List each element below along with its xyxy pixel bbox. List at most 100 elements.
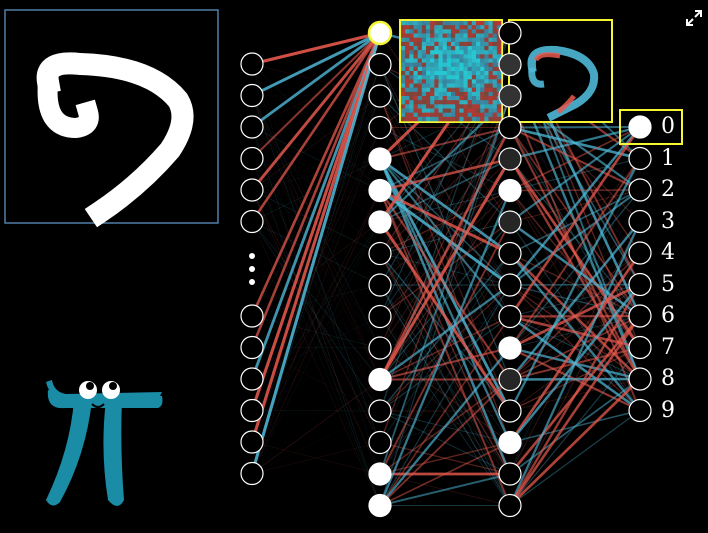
weight-edge [509,189,641,475]
hidden1-neuron [368,52,392,77]
weight-edge [379,253,511,475]
output-neuron [628,115,652,139]
weight-edge [509,252,641,506]
weight-edge [251,127,381,411]
weight-edge [250,32,382,191]
weight-edge [251,158,381,412]
output-digit-label: 8 [661,366,675,391]
weight-edge [379,157,511,192]
weight-edge [509,189,641,286]
digit-stroke-pixels [527,45,599,122]
weight-edge [251,127,381,474]
hidden1-neuron [368,147,392,171]
weight-edge [251,95,381,443]
hidden2-neuron [498,399,522,423]
hidden2-neuron [498,430,522,455]
weight-heatmap-thumbnail [399,19,503,123]
weight-edge [378,126,512,381]
weight-edge [379,347,511,507]
hidden1-neuron [368,273,392,297]
hidden1-neuron [368,84,392,108]
output-neuron [628,304,652,328]
input-layer-ellipsis [249,253,255,285]
weight-edge [251,442,381,474]
weight-edge [509,284,641,475]
weight-edge [379,473,511,507]
hidden2-neuron [498,462,522,486]
weight-edge [509,126,641,286]
weight-edge [251,316,381,380]
hidden2-neuron [498,241,522,266]
hidden1-neuron [368,304,392,329]
weight-edge [379,441,511,475]
weight-edge [251,347,381,474]
weight-edge [251,158,381,506]
output-digit-label: 5 [661,271,675,297]
output-neuron [628,209,652,234]
weight-edge [379,95,511,506]
weight-edge [509,220,641,318]
weight-edge [509,346,641,412]
weight-edge [508,221,642,506]
weight-connections [250,31,642,507]
hidden1-neuron [368,462,392,486]
fullscreen-expand-icon[interactable] [684,8,704,28]
output-neuron [628,241,652,265]
digit-stroke-thumbnail [508,19,613,123]
weight-edge [509,283,641,507]
weight-edge [251,189,381,506]
weight-edge [250,32,382,474]
weight-edge [379,126,511,160]
weight-edge [250,32,382,380]
input-neuron [240,461,264,486]
hidden2-neuron [498,84,522,108]
weight-edge [509,126,641,223]
weight-edge [509,189,641,192]
weight-edge [379,158,511,443]
weight-edge [251,253,381,443]
weight-edge [379,189,511,287]
neuron-layers [240,20,652,518]
input-neuron [240,209,264,234]
weight-edge [509,126,641,192]
digit-stroke [36,52,194,228]
weight-edge [379,316,511,506]
weight-edge [379,64,511,506]
weight-edge [251,221,381,317]
weight-edge [508,157,642,412]
weight-edge [251,127,381,443]
weight-edge [251,410,381,474]
weight-edge [251,63,381,475]
weight-edge [379,284,511,506]
weight-edge [379,127,511,254]
hidden2-neuron [498,178,522,203]
input-neuron [240,398,264,423]
hidden2-neuron [498,273,522,297]
hidden2-neuron [498,367,522,392]
weight-edge [508,252,642,444]
weight-edge [379,284,511,475]
weight-edge [251,190,381,474]
weight-edge [379,158,511,286]
hidden1-neuron [368,430,392,455]
input-neuron [240,430,264,454]
weight-edge [251,31,381,66]
weight-edge [509,377,641,381]
weight-edge [251,410,381,412]
weight-edge [251,221,381,474]
weight-edge [251,189,381,443]
input-neuron [240,335,264,360]
weight-edge [251,221,381,380]
hidden1-neuron [367,20,393,46]
weight-edge [250,32,382,348]
input-neuron [240,146,264,171]
weight-edge [509,158,641,475]
weight-edge [379,189,511,255]
output-neuron [628,272,652,297]
pi-creature-icon [46,380,163,506]
hidden1-neuron [368,399,392,423]
weight-edge [379,95,511,412]
weight-edge [379,346,511,381]
hidden1-neuron [368,493,392,518]
hidden2-neuron [498,493,522,518]
